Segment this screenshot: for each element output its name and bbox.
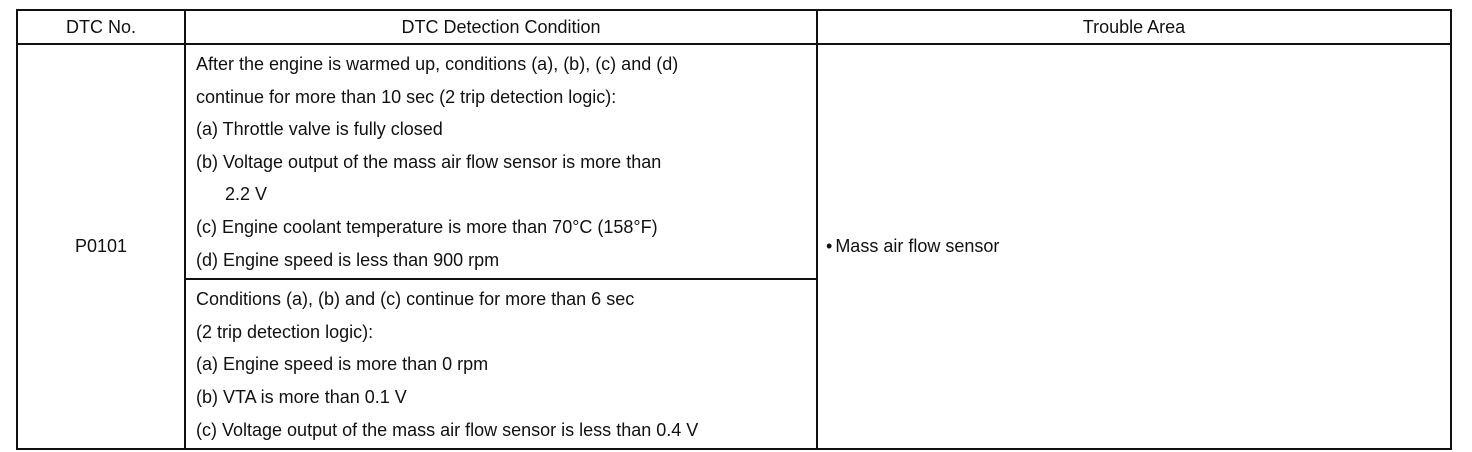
condition-line: (a) Engine speed is more than 0 rpm bbox=[196, 354, 489, 375]
condition-line: (b) VTA is more than 0.1 V bbox=[196, 386, 407, 407]
condition-line: After the engine is warmed up, condition… bbox=[196, 54, 679, 74]
dtc-code-cell: P0101 bbox=[16, 42, 186, 451]
condition-line: (c) Voltage output of the mass air flow … bbox=[196, 419, 699, 440]
condition-cell-1: After the engine is warmed up, condition… bbox=[184, 42, 818, 281]
condition-cell-2: Conditions (a), (b) and (c) continue for… bbox=[184, 278, 818, 451]
condition-line: continue for more than 10 sec (2 trip de… bbox=[196, 86, 617, 107]
trouble-area-item: Mass air flow sensor bbox=[826, 236, 999, 256]
header-trouble-area: Trouble Area bbox=[816, 9, 1452, 45]
dtc-table: DTC No. DTC Detection Condition Trouble … bbox=[16, 9, 1452, 451]
condition-line: (2 trip detection logic): bbox=[196, 321, 374, 342]
condition-line: 2.2 V bbox=[225, 184, 268, 205]
condition-line: (b) Voltage output of the mass air flow … bbox=[196, 151, 662, 172]
trouble-area-cell: Mass air flow sensor bbox=[816, 42, 1452, 451]
condition-line: (d) Engine speed is less than 900 rpm bbox=[196, 249, 500, 270]
condition-line: Conditions (a), (b) and (c) continue for… bbox=[196, 289, 635, 310]
condition-line: (c) Engine coolant temperature is more t… bbox=[196, 216, 658, 237]
header-row: DTC No. DTC Detection Condition Trouble … bbox=[16, 9, 1452, 45]
condition-line: (a) Throttle valve is fully closed bbox=[196, 119, 443, 140]
header-condition: DTC Detection Condition bbox=[184, 9, 818, 45]
header-dtc-no: DTC No. bbox=[16, 9, 186, 45]
table-row: P0101 After the engine is warmed up, con… bbox=[16, 42, 1452, 451]
table-row: Conditions (a), (b) and (c) continue for… bbox=[17, 278, 1451, 451]
